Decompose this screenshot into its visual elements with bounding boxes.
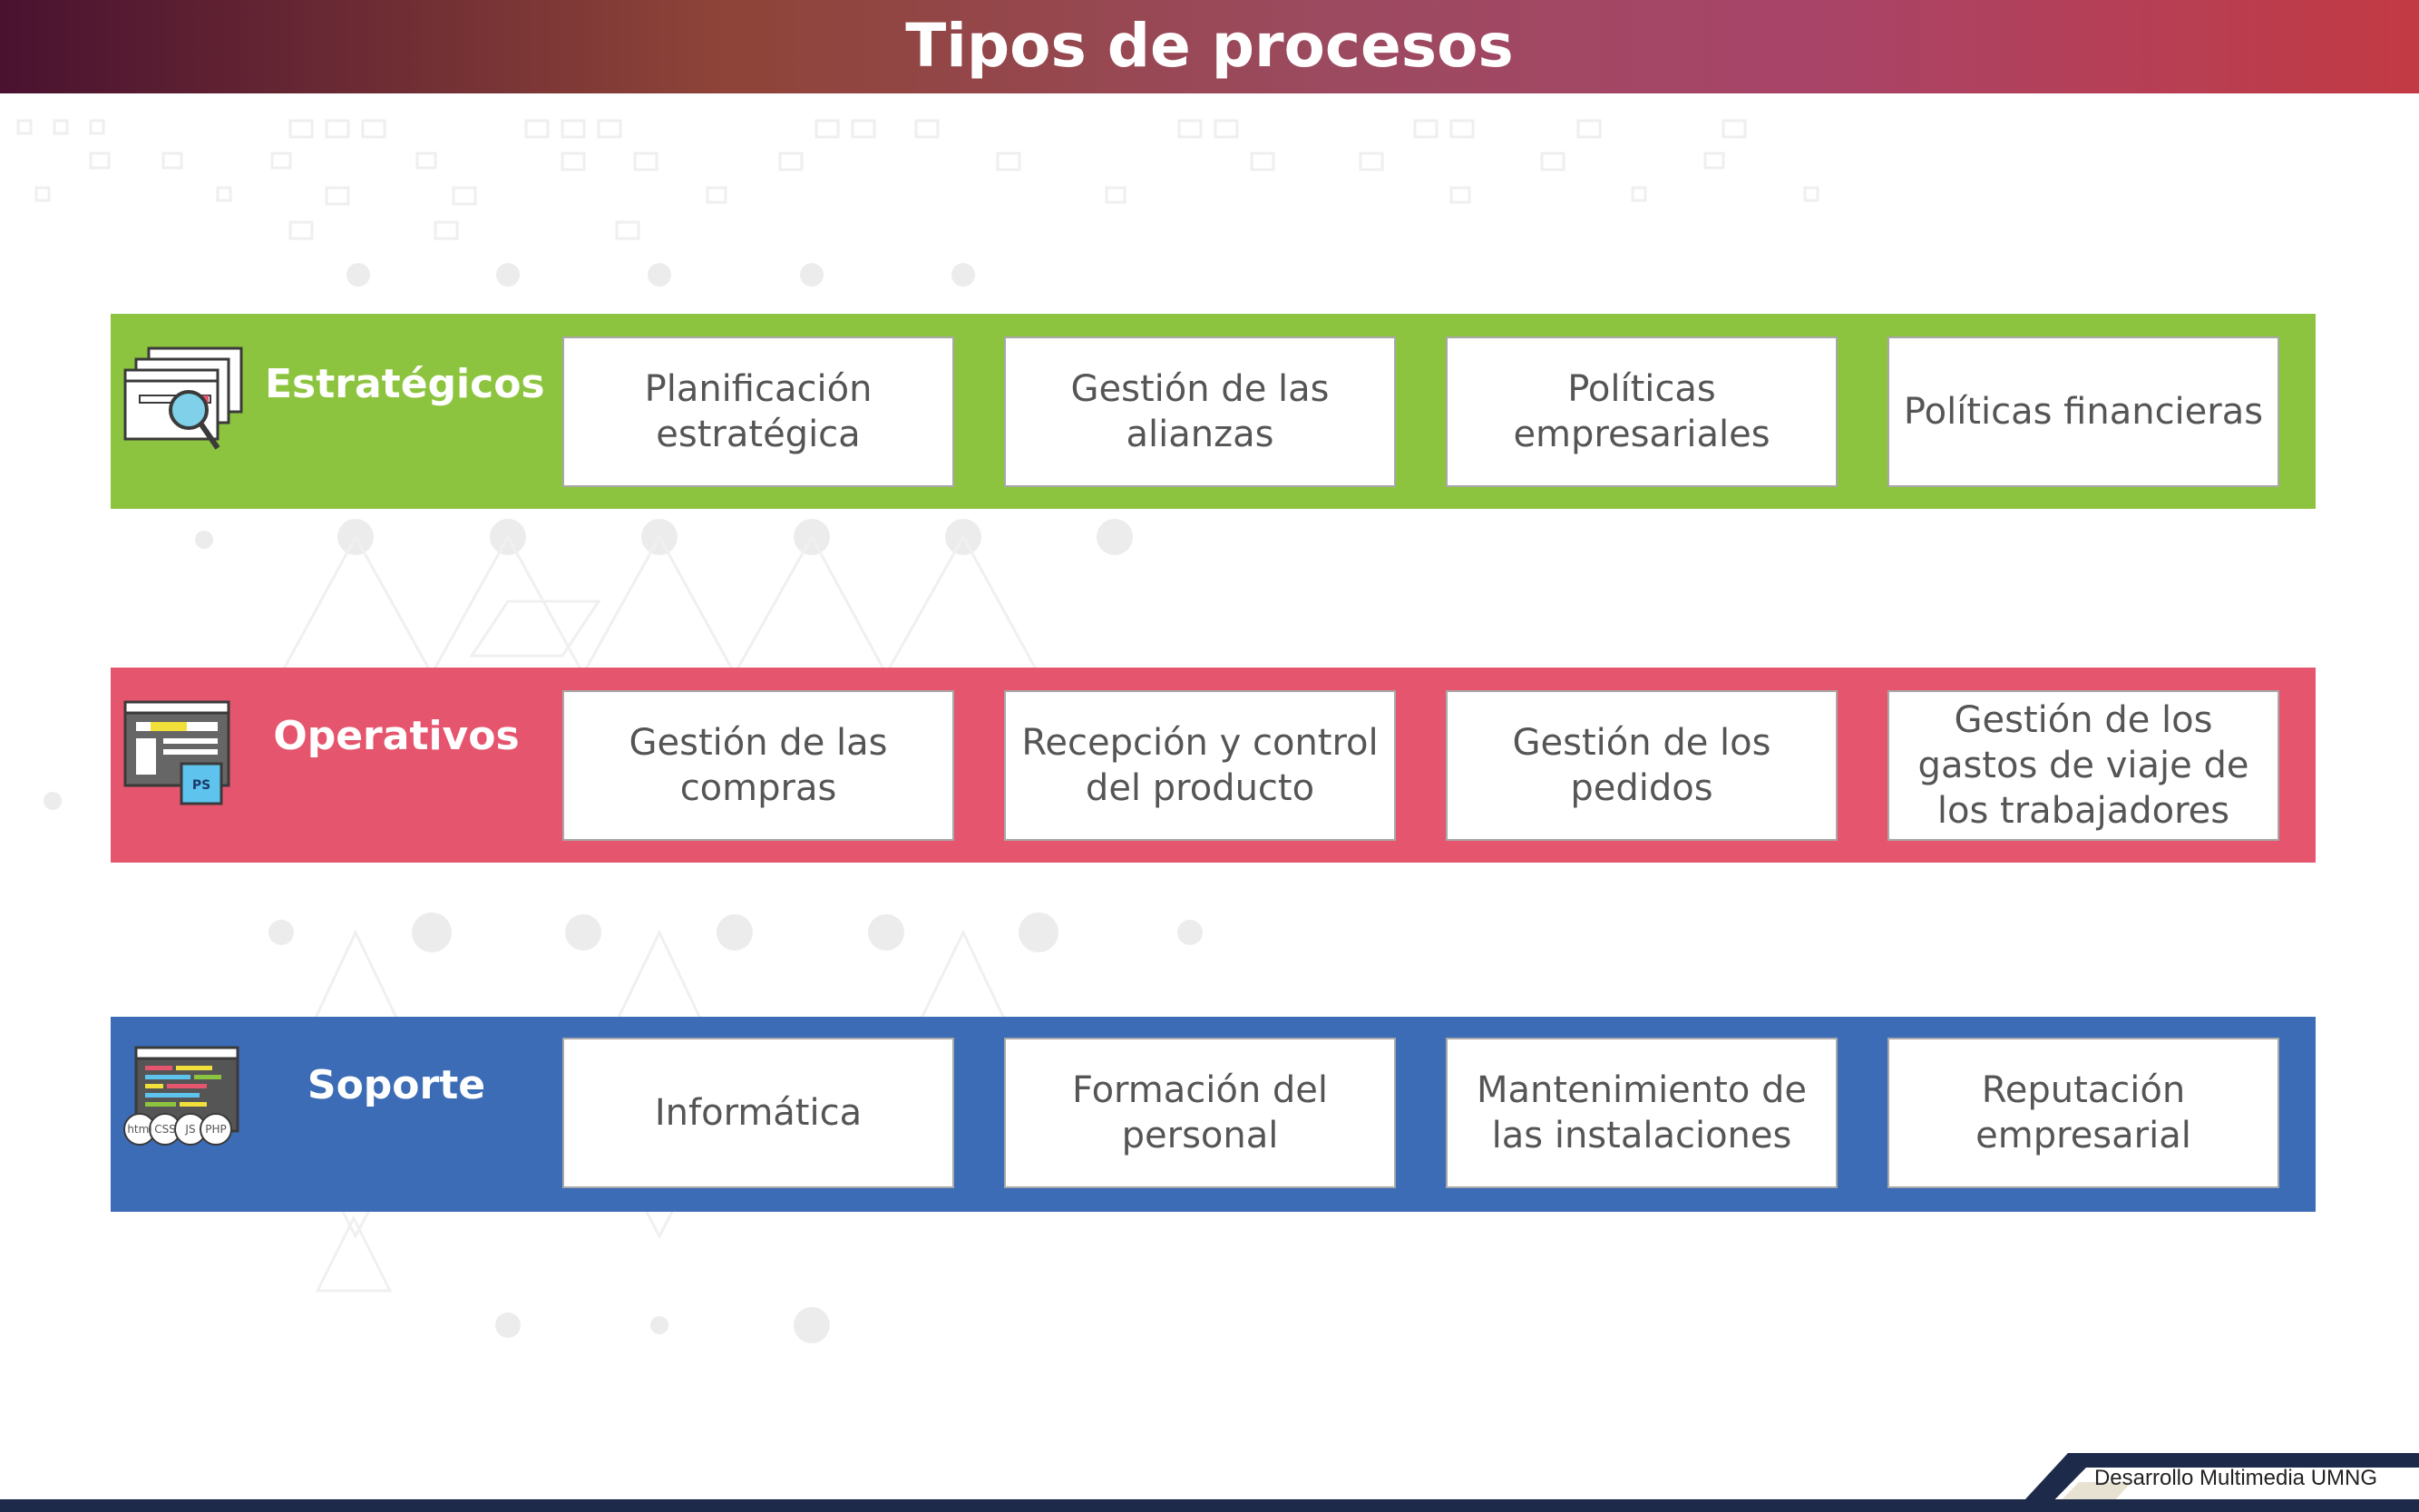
process-card: Políticas empresariales: [1446, 337, 1838, 487]
footer-bar: [0, 1499, 2419, 1512]
svg-text:PS: PS: [192, 778, 210, 793]
category-label: Operativos: [273, 713, 520, 759]
process-card: Informática: [562, 1038, 954, 1188]
svg-text:PHP: PHP: [205, 1123, 227, 1136]
band-estrategicos: Estratégicos Planificación estratégica G…: [111, 314, 2316, 509]
footer-credit: Desarrollo Multimedia UMNG: [2093, 1466, 2378, 1490]
category-label: Estratégicos: [265, 361, 545, 407]
header-bar: Tipos de procesos: [0, 0, 2419, 93]
process-card: Reputación empresarial: [1887, 1038, 2279, 1188]
process-card: Gestión de los pedidos: [1446, 690, 1838, 841]
process-card: Gestión de los gastos de viaje de los tr…: [1887, 690, 2279, 841]
code-editor-icon: html CSS JS PHP: [123, 1046, 239, 1146]
process-card: Gestión de las compras: [562, 690, 954, 841]
svg-text:JS: JS: [184, 1123, 195, 1136]
process-card: Políticas financieras: [1887, 337, 2279, 487]
process-card: Mantenimiento de las instalaciones: [1446, 1038, 1838, 1188]
svg-text:CSS: CSS: [154, 1123, 176, 1136]
svg-text:html: html: [127, 1123, 151, 1136]
process-card: Gestión de las alianzas: [1004, 337, 1396, 487]
band-operativos: PS Operativos Gestión de las compras Rec…: [111, 668, 2316, 863]
process-card: Recepción y control del producto: [1004, 690, 1396, 841]
process-card: Planificación estratégica: [562, 337, 954, 487]
design-layout-ps-icon: PS: [123, 700, 230, 805]
band-soporte: html CSS JS PHP Soporte Informática Form…: [111, 1017, 2316, 1212]
page-title: Tipos de procesos: [905, 11, 1514, 81]
category-label: Soporte: [307, 1062, 486, 1108]
browser-magnifier-icon: [123, 346, 243, 450]
process-card: Formación del personal: [1004, 1038, 1396, 1188]
